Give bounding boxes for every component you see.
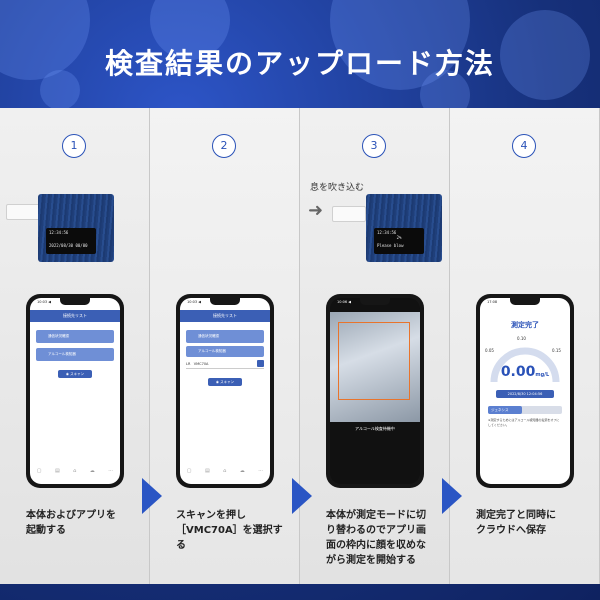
step-caption: スキャンを押し ［VMC70A］を選択する [176,510,283,551]
tab-bar: ▢ ▤ ⌂ ☁ ⋯ [180,466,270,476]
breathalyzer-device: 12:34:56 2% Please blow [366,194,442,262]
step-number: 3 [362,134,386,158]
device-progress: 2% [396,235,402,240]
result-value: 0.00mg/L [500,364,550,380]
gauge-tick: 0.15 [552,348,561,353]
device-date: 2022/08/30 00/00 [49,243,88,248]
device-time: 12:34:56 [49,230,69,235]
result-note: ※測定するためにはアルコール検知器の電源をオフにしてください。 [488,418,560,427]
app-header: 接続先リスト [30,310,120,322]
result-bar-label: ジェネシス [488,406,522,414]
arrow-right-icon [292,478,312,514]
step-caption: 測定完了と同時に クラウドへ保存 [476,510,556,536]
tab-icon[interactable]: ☁ [89,468,95,474]
device-message: Please blow [377,243,404,248]
tab-icon[interactable]: ⋯ [108,468,114,474]
step-4: 4 17:08 測定完了 0.10 0.05 0.15 0.00mg/L 202… [450,108,600,584]
tab-icon[interactable]: ▢ [186,468,192,474]
page-title: 検査結果のアップロード方法 [104,47,495,80]
step-1: 1 12:34:56 2022/08/30 00/00 10:03 ◀ 接続先リ… [0,108,150,584]
step-3: 3 息を吹き込む ➜ 12:34:56 2% Please blow 10:06… [300,108,450,584]
scan-button[interactable]: ◉ スキャン [208,378,242,386]
mouthpiece [6,204,40,220]
tab-icon[interactable]: ⋯ [258,468,264,474]
breathalyzer-device: 12:34:56 2022/08/30 00/00 [38,194,114,262]
step-number: 1 [62,134,86,158]
tab-icon[interactable]: ☁ [239,468,245,474]
camera-view [330,312,420,422]
tab-icon[interactable]: ⌂ [223,468,227,474]
gauge-tick: 0.10 [517,336,526,341]
scan-button[interactable]: ◉ スキャン [58,370,92,378]
result-bar: ジェネシス [488,406,562,414]
device-time: 12:34:56 [377,230,397,235]
phone: 17:08 測定完了 0.10 0.05 0.15 0.00mg/L 2022/… [476,294,574,488]
list-item[interactable]: アルコール検知器 [186,346,264,357]
mouthpiece [332,206,366,222]
result-date: 2022/8/30 12:04:56 [496,390,554,398]
phone: 10:03 ◀ 接続先リスト 通信状況確認 アルコール検知器 ◉ スキャン ▢ … [26,294,124,488]
search-icon: ◉ [65,372,71,376]
step-number: 4 [512,134,536,158]
phone: 10:06 ◀ アルコール検査待機中 [326,294,424,488]
face-frame [338,322,410,400]
arrow-right-icon [442,478,462,514]
list-item[interactable]: 通信状況確認 [186,330,264,343]
step-2: 2 10:03 ◀ 接続先リスト 通信状況確認 アルコール検知器 LR VMC7… [150,108,300,584]
tab-icon[interactable]: ▤ [54,468,60,474]
status-time: 10:03 ◀ [187,300,201,304]
arrow-right-icon [142,478,162,514]
tab-icon[interactable]: ▤ [204,468,210,474]
result-gauge [490,347,560,383]
device-select-row[interactable]: LR VMC70A [186,360,264,369]
list-item[interactable]: 通信状況確認 [36,330,114,343]
phone: 10:03 ◀ 接続先リスト 通信状況確認 アルコール検知器 LR VMC70A… [176,294,274,488]
gauge-tick: 0.05 [485,348,494,353]
camera-caption: アルコール検査待機中 [355,426,395,431]
status-time: 10:03 ◀ [37,300,51,304]
device-screen: 12:34:56 2022/08/30 00/00 [46,228,96,254]
app-header: 接続先リスト [180,310,270,322]
row-label: LR [186,362,191,366]
result-title: 測定完了 [511,321,539,329]
row-value: VMC70A [193,362,209,366]
steps-panel: 1 12:34:56 2022/08/30 00/00 10:03 ◀ 接続先リ… [0,108,600,584]
status-time: 10:06 ◀ [337,300,351,304]
step-number: 2 [212,134,236,158]
tab-bar: ▢ ▤ ⌂ ☁ ⋯ [30,466,120,476]
arrow-right-icon: ➜ [308,200,324,221]
breath-label: 息を吹き込む [310,183,365,193]
status-time: 17:08 [487,300,498,304]
list-item[interactable]: アルコール検知器 [36,348,114,361]
device-screen: 12:34:56 2% Please blow [374,228,424,254]
edit-icon[interactable] [257,360,264,367]
tab-icon[interactable]: ⌂ [73,468,77,474]
step-caption: 本体およびアプリを 起動する [26,510,116,536]
search-icon: ◉ [215,380,221,384]
tab-icon[interactable]: ▢ [36,468,42,474]
step-caption: 本体が測定モードに切 り替わるのでアプリ画 面の枠内に顔を収めな がら測定を開始… [326,510,426,566]
